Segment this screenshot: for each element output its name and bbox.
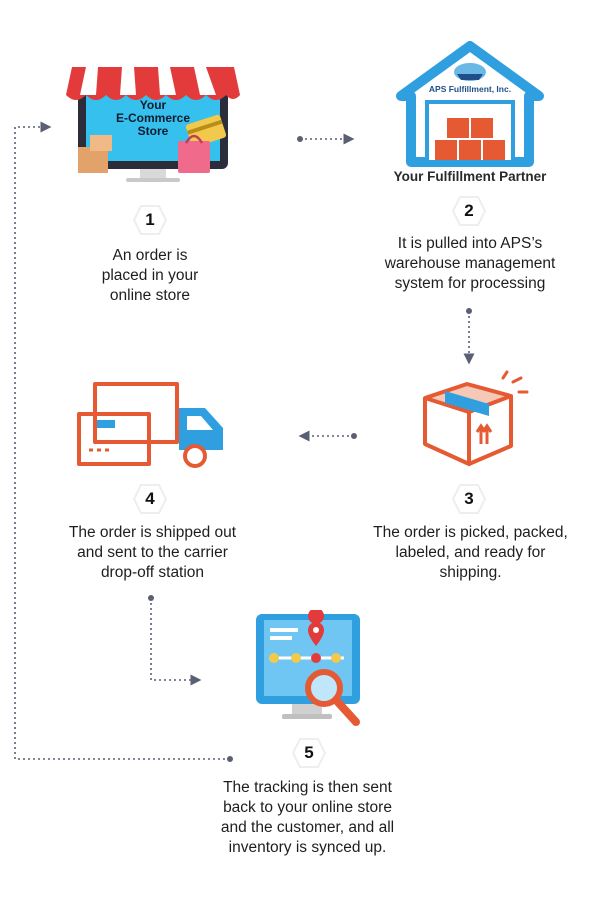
store-title-line-2: E-Commerce <box>115 111 191 125</box>
step-1-line: online store <box>109 287 191 304</box>
connector-4-5 <box>150 598 202 686</box>
step-5-line: and the customer, and all <box>220 819 395 836</box>
step-3-line: The order is picked, packed, <box>373 524 568 541</box>
step-3-line: labeled, and ready for <box>395 544 546 561</box>
step-1-number: 1 <box>145 210 155 229</box>
store-title-line-1: Your <box>139 98 167 112</box>
step-5-badge: 5 <box>292 738 326 768</box>
step-1-text: An order is placed in your online store <box>60 246 240 306</box>
step-1-line: placed in your <box>101 267 199 284</box>
step-5-line: inventory is synced up. <box>228 839 387 856</box>
step-3-text: The order is picked, packed, labeled, an… <box>348 523 593 583</box>
step-5-line: The tracking is then sent <box>223 779 392 796</box>
step-3-number: 3 <box>464 489 474 508</box>
step-2-text: It is pulled into APS’s warehouse manage… <box>355 234 585 294</box>
warehouse-icon: APS Fulfillment, Inc. <box>395 40 545 170</box>
warehouse-brand: APS Fulfillment, Inc. <box>428 84 512 94</box>
step-2-badge: 2 <box>452 196 486 226</box>
step-4-text: The order is shipped out and sent to the… <box>40 523 265 583</box>
ecommerce-store-icon: Your E-Commerce Store <box>60 55 245 190</box>
step-4-line: and sent to the carrier <box>77 544 228 561</box>
step-1-badge: 1 <box>133 205 167 235</box>
store-title: Your E-Commerce Store <box>86 99 220 138</box>
step-2-line: It is pulled into APS’s <box>397 235 543 252</box>
step-2-number: 2 <box>464 201 474 220</box>
step-4-number: 4 <box>145 489 155 508</box>
step-1-line: An order is <box>112 247 188 264</box>
step-2-line: system for processing <box>394 275 546 292</box>
step-4-badge: 4 <box>133 484 167 514</box>
store-title-line-3: Store <box>137 124 169 138</box>
step-3-badge: 3 <box>452 484 486 514</box>
step-2-line: warehouse management <box>384 255 556 272</box>
step-5-text: The tracking is then sent back to your o… <box>195 778 420 858</box>
connector-5-1 <box>14 121 230 760</box>
tracking-monitor-icon <box>252 608 367 730</box>
step-3-line: shipping. <box>439 564 502 581</box>
step-5-line: back to your online store <box>223 799 392 816</box>
delivery-truck-icon <box>75 380 230 470</box>
fulfillment-partner-caption: Your Fulfillment Partner <box>393 169 547 184</box>
shipping-box-icon <box>415 370 530 470</box>
step-4-line: drop-off station <box>100 564 205 581</box>
step-4-line: The order is shipped out <box>68 524 237 541</box>
step-5-number: 5 <box>304 743 314 762</box>
